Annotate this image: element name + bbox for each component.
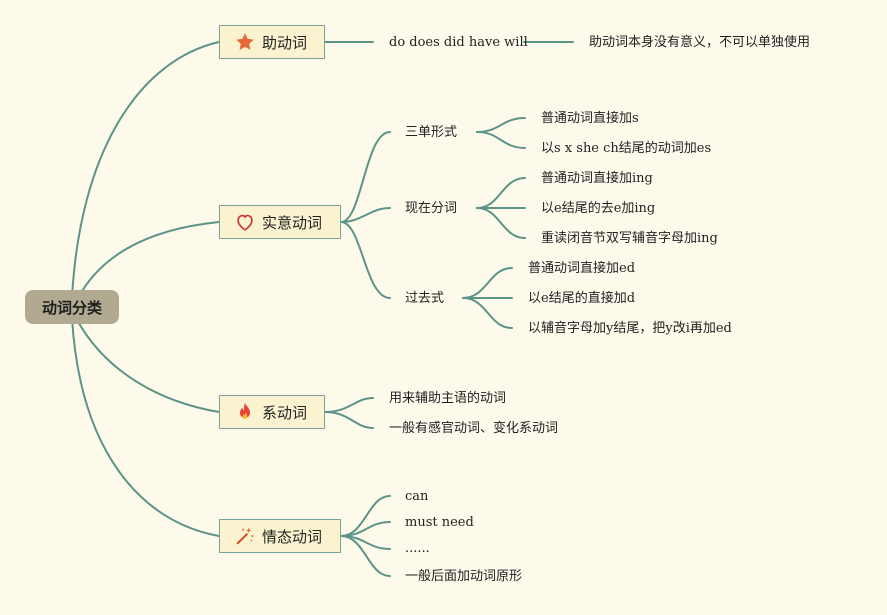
magic-wand-icon (234, 525, 256, 547)
linking-item-2[interactable]: 一般有感官动词、变化系动词 (389, 421, 559, 436)
heart-icon (234, 211, 256, 233)
modal-item-2[interactable]: must need (405, 515, 474, 530)
modal-item-3[interactable]: ...... (405, 541, 430, 556)
root-node[interactable]: 动词分类 (25, 290, 119, 324)
participle-rule-2[interactable]: 以e结尾的去e加ing (541, 201, 656, 216)
notional-past-tense[interactable]: 过去式 (405, 291, 445, 306)
link-root-linking (75, 317, 220, 413)
star-icon (234, 31, 256, 53)
aux-items[interactable]: do does did have will (389, 35, 528, 50)
link-third-rule-1 (476, 117, 526, 133)
link-notional-past (340, 221, 391, 299)
link-past-rule-3 (462, 297, 513, 329)
branch-notional[interactable]: 实意动词 (219, 205, 341, 239)
modal-item-4[interactable]: 一般后面加动词原形 (405, 569, 523, 584)
branch-linking-label: 系动词 (262, 403, 308, 422)
link-participle-rule-3 (476, 207, 526, 239)
link-root-notional (77, 221, 220, 299)
link-notional-third (340, 131, 391, 223)
fire-icon (234, 401, 256, 423)
link-participle-rule-1 (476, 177, 526, 209)
branch-notional-label: 实意动词 (262, 213, 323, 232)
past-rule-2[interactable]: 以e结尾的直接加d (528, 291, 636, 306)
link-third-rule-2 (476, 131, 526, 149)
link-modal-4 (340, 535, 391, 577)
link-notional-participle (340, 207, 391, 223)
linking-item-1[interactable]: 用来辅助主语的动词 (389, 391, 507, 406)
branch-auxiliary-label: 助动词 (262, 33, 308, 52)
link-root-modal (71, 317, 220, 537)
link-linking-2 (324, 411, 374, 429)
notional-third-person[interactable]: 三单形式 (405, 125, 458, 140)
link-root-aux (71, 41, 220, 299)
link-linking-1 (324, 397, 374, 413)
participle-rule-1[interactable]: 普通动词直接加ing (541, 171, 653, 186)
third-rule-1[interactable]: 普通动词直接加s (541, 111, 639, 126)
branch-modal-label: 情态动词 (262, 527, 323, 546)
branch-auxiliary[interactable]: 助动词 (219, 25, 325, 59)
link-past-rule-1 (462, 267, 513, 299)
root-label: 动词分类 (41, 298, 102, 317)
branch-modal[interactable]: 情态动词 (219, 519, 341, 553)
participle-rule-3[interactable]: 重读闭音节双写辅音字母加ing (541, 231, 718, 246)
past-rule-3[interactable]: 以辅音字母加y结尾，把y改i再加ed (528, 321, 732, 336)
third-rule-2[interactable]: 以s x she ch结尾的动词加es (541, 141, 712, 156)
branch-linking[interactable]: 系动词 (219, 395, 325, 429)
aux-note[interactable]: 助动词本身没有意义，不可以单独使用 (589, 35, 811, 50)
notional-present-participle[interactable]: 现在分词 (405, 201, 458, 216)
past-rule-1[interactable]: 普通动词直接加ed (528, 261, 636, 276)
modal-item-1[interactable]: can (405, 489, 429, 504)
